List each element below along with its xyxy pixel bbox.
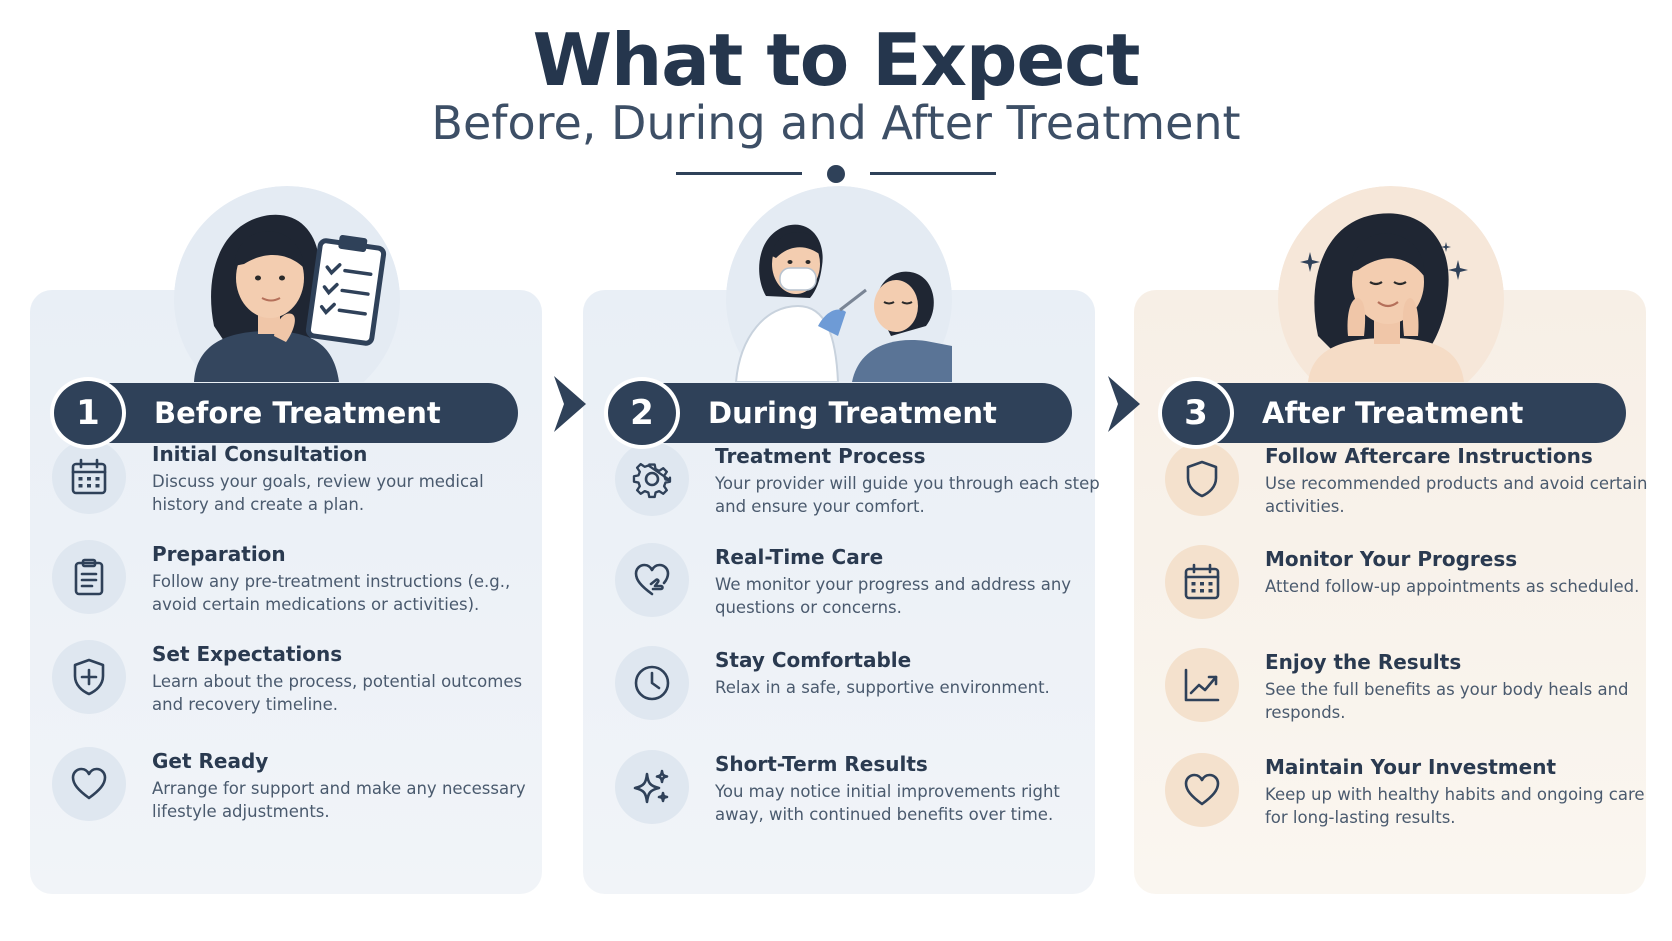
portrait-thinking-woman [174, 186, 400, 382]
item-description: Keep up with healthy habits and ongoing … [1265, 785, 1645, 827]
item-description: Your provider will guide you through eac… [715, 474, 1100, 516]
stage-title: Before Treatment [154, 396, 441, 430]
item-description: We monitor your progress and address any… [715, 575, 1072, 617]
stage-card-after: Follow Aftercare Instructions Use recomm… [1134, 290, 1647, 894]
item-title: Preparation [152, 542, 286, 566]
chevron-right-icon [1108, 376, 1140, 432]
trend-up-icon [1165, 648, 1239, 722]
list-item: Get Ready Arrange for support and make a… [52, 747, 532, 843]
step-number-badge: 3 [1158, 377, 1234, 449]
item-title: Maintain Your Investment [1265, 755, 1557, 779]
item-description: See the full benefits as your body heals… [1265, 680, 1629, 722]
list-item: Enjoy the Results See the full benefits … [1165, 648, 1645, 744]
calendar-icon [1165, 545, 1239, 619]
heart-icon [52, 747, 126, 821]
item-description: Arrange for support and make any necessa… [152, 779, 526, 821]
item-title: Enjoy the Results [1265, 650, 1462, 674]
heart-hand-icon [615, 543, 689, 617]
step-number-badge: 2 [604, 377, 680, 449]
portrait-provider-and-patient [726, 186, 952, 382]
stage-banner-before: 1 Before Treatment [50, 377, 518, 449]
item-title: Initial Consultation [152, 442, 368, 466]
item-description: Attend follow-up appointments as schedul… [1265, 577, 1640, 596]
list-item: Real-Time Care We monitor your progress … [615, 543, 1095, 639]
page-subtitle: Before, During and After Treatment [431, 96, 1241, 150]
shield-icon [1165, 442, 1239, 516]
calendar-icon [52, 440, 126, 514]
list-item: Short-Term Results You may notice initia… [615, 750, 1095, 846]
title-divider [676, 164, 996, 184]
list-item: Preparation Follow any pre-treatment ins… [52, 540, 532, 636]
item-title: Treatment Process [715, 444, 926, 468]
list-item: Follow Aftercare Instructions Use recomm… [1165, 442, 1647, 538]
list-item: Stay Comfortable Relax in a safe, suppor… [615, 646, 1095, 742]
chevron-right-icon [554, 376, 586, 432]
shield-plus-icon [52, 640, 126, 714]
item-title: Real-Time Care [715, 545, 884, 569]
portrait-happy-woman [1278, 186, 1504, 382]
gear-icon [615, 442, 689, 516]
item-title: Monitor Your Progress [1265, 547, 1518, 571]
stage-title: During Treatment [708, 396, 997, 430]
clipboard-icon [52, 540, 126, 614]
step-number-badge: 1 [50, 377, 126, 449]
list-item: Monitor Your Progress Attend follow-up a… [1165, 545, 1645, 641]
item-title: Follow Aftercare Instructions [1265, 444, 1593, 468]
item-title: Short-Term Results [715, 752, 928, 776]
item-title: Set Expectations [152, 642, 343, 666]
item-description: Follow any pre-treatment instructions (e… [152, 572, 511, 614]
item-title: Get Ready [152, 749, 269, 773]
stage-banner-during: 2 During Treatment [604, 377, 1072, 449]
clock-icon [615, 646, 689, 720]
list-item: Initial Consultation Discuss your goals,… [52, 440, 532, 536]
item-description: Learn about the process, potential outco… [152, 672, 523, 714]
list-item: Maintain Your Investment Keep up with he… [1165, 753, 1645, 849]
sparkle-icon [615, 750, 689, 824]
item-description: Relax in a safe, supportive environment. [715, 678, 1050, 697]
item-description: Use recommended products and avoid certa… [1265, 474, 1648, 516]
page-title: What to Expect [532, 18, 1141, 102]
stage-banner-after: 3 After Treatment [1158, 377, 1626, 449]
item-description: Discuss your goals, review your medical … [152, 472, 484, 514]
list-item: Treatment Process Your provider will gui… [615, 442, 1100, 538]
list-item: Set Expectations Learn about the process… [52, 640, 532, 736]
heart-icon [1165, 753, 1239, 827]
item-title: Stay Comfortable [715, 648, 912, 672]
item-description: You may notice initial improvements righ… [715, 782, 1060, 824]
stage-title: After Treatment [1262, 396, 1524, 430]
